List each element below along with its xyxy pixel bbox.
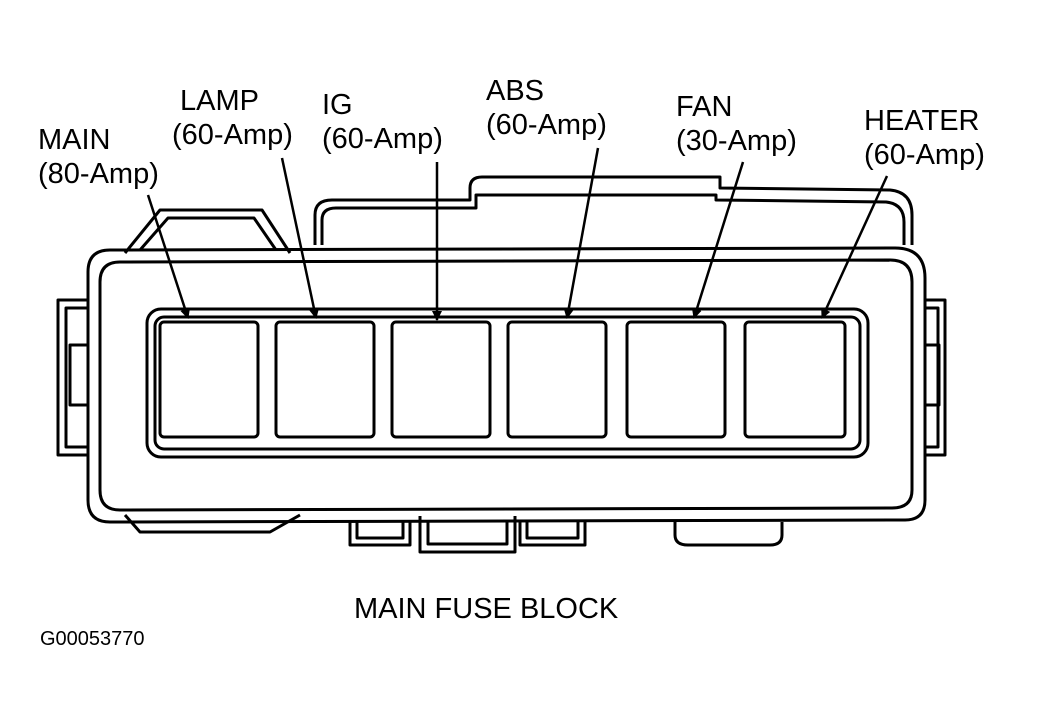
label-main-name: MAIN xyxy=(38,124,111,156)
diagram-title: MAIN FUSE BLOCK xyxy=(354,593,619,625)
label-heater: HEATER (60-Amp) xyxy=(864,104,985,172)
leader-arrows xyxy=(146,147,889,321)
label-fan-rating: (30-Amp) xyxy=(676,125,797,157)
label-ig-rating: (60-Amp) xyxy=(322,123,443,155)
fuse-block-housing xyxy=(56,175,947,554)
label-lamp-rating: (60-Amp) xyxy=(172,119,293,151)
label-lamp-name: LAMP xyxy=(180,85,259,117)
fuse-slot-fan xyxy=(625,320,727,439)
fuse-slots xyxy=(158,320,847,439)
figure-id: G00053770 xyxy=(40,628,145,650)
label-fan: FAN (30-Amp) xyxy=(676,90,797,158)
arrow-heater xyxy=(820,175,889,319)
fuse-slot-main xyxy=(158,320,260,439)
fuse-slot-lamp xyxy=(274,320,376,439)
label-ig-name: IG xyxy=(322,89,353,121)
label-heater-name: HEATER xyxy=(864,105,980,137)
label-main-rating: (80-Amp) xyxy=(38,158,159,190)
fuse-slot-abs xyxy=(506,320,608,439)
fuse-slot-ig xyxy=(390,320,492,439)
label-lamp: LAMP (60-Amp) xyxy=(172,84,293,152)
fuse-slot-heater xyxy=(743,320,847,439)
label-main: MAIN (80-Amp) xyxy=(38,123,159,191)
arrow-abs xyxy=(563,147,600,319)
label-abs-rating: (60-Amp) xyxy=(486,109,607,141)
arrow-lamp xyxy=(280,157,320,319)
label-fan-name: FAN xyxy=(676,91,733,123)
arrow-main xyxy=(146,194,190,319)
label-abs-name: ABS xyxy=(486,75,545,107)
label-heater-rating: (60-Amp) xyxy=(864,139,985,171)
label-ig: IG (60-Amp) xyxy=(322,88,443,156)
arrow-fan xyxy=(691,161,745,319)
label-abs: ABS (60-Amp) xyxy=(486,74,607,142)
